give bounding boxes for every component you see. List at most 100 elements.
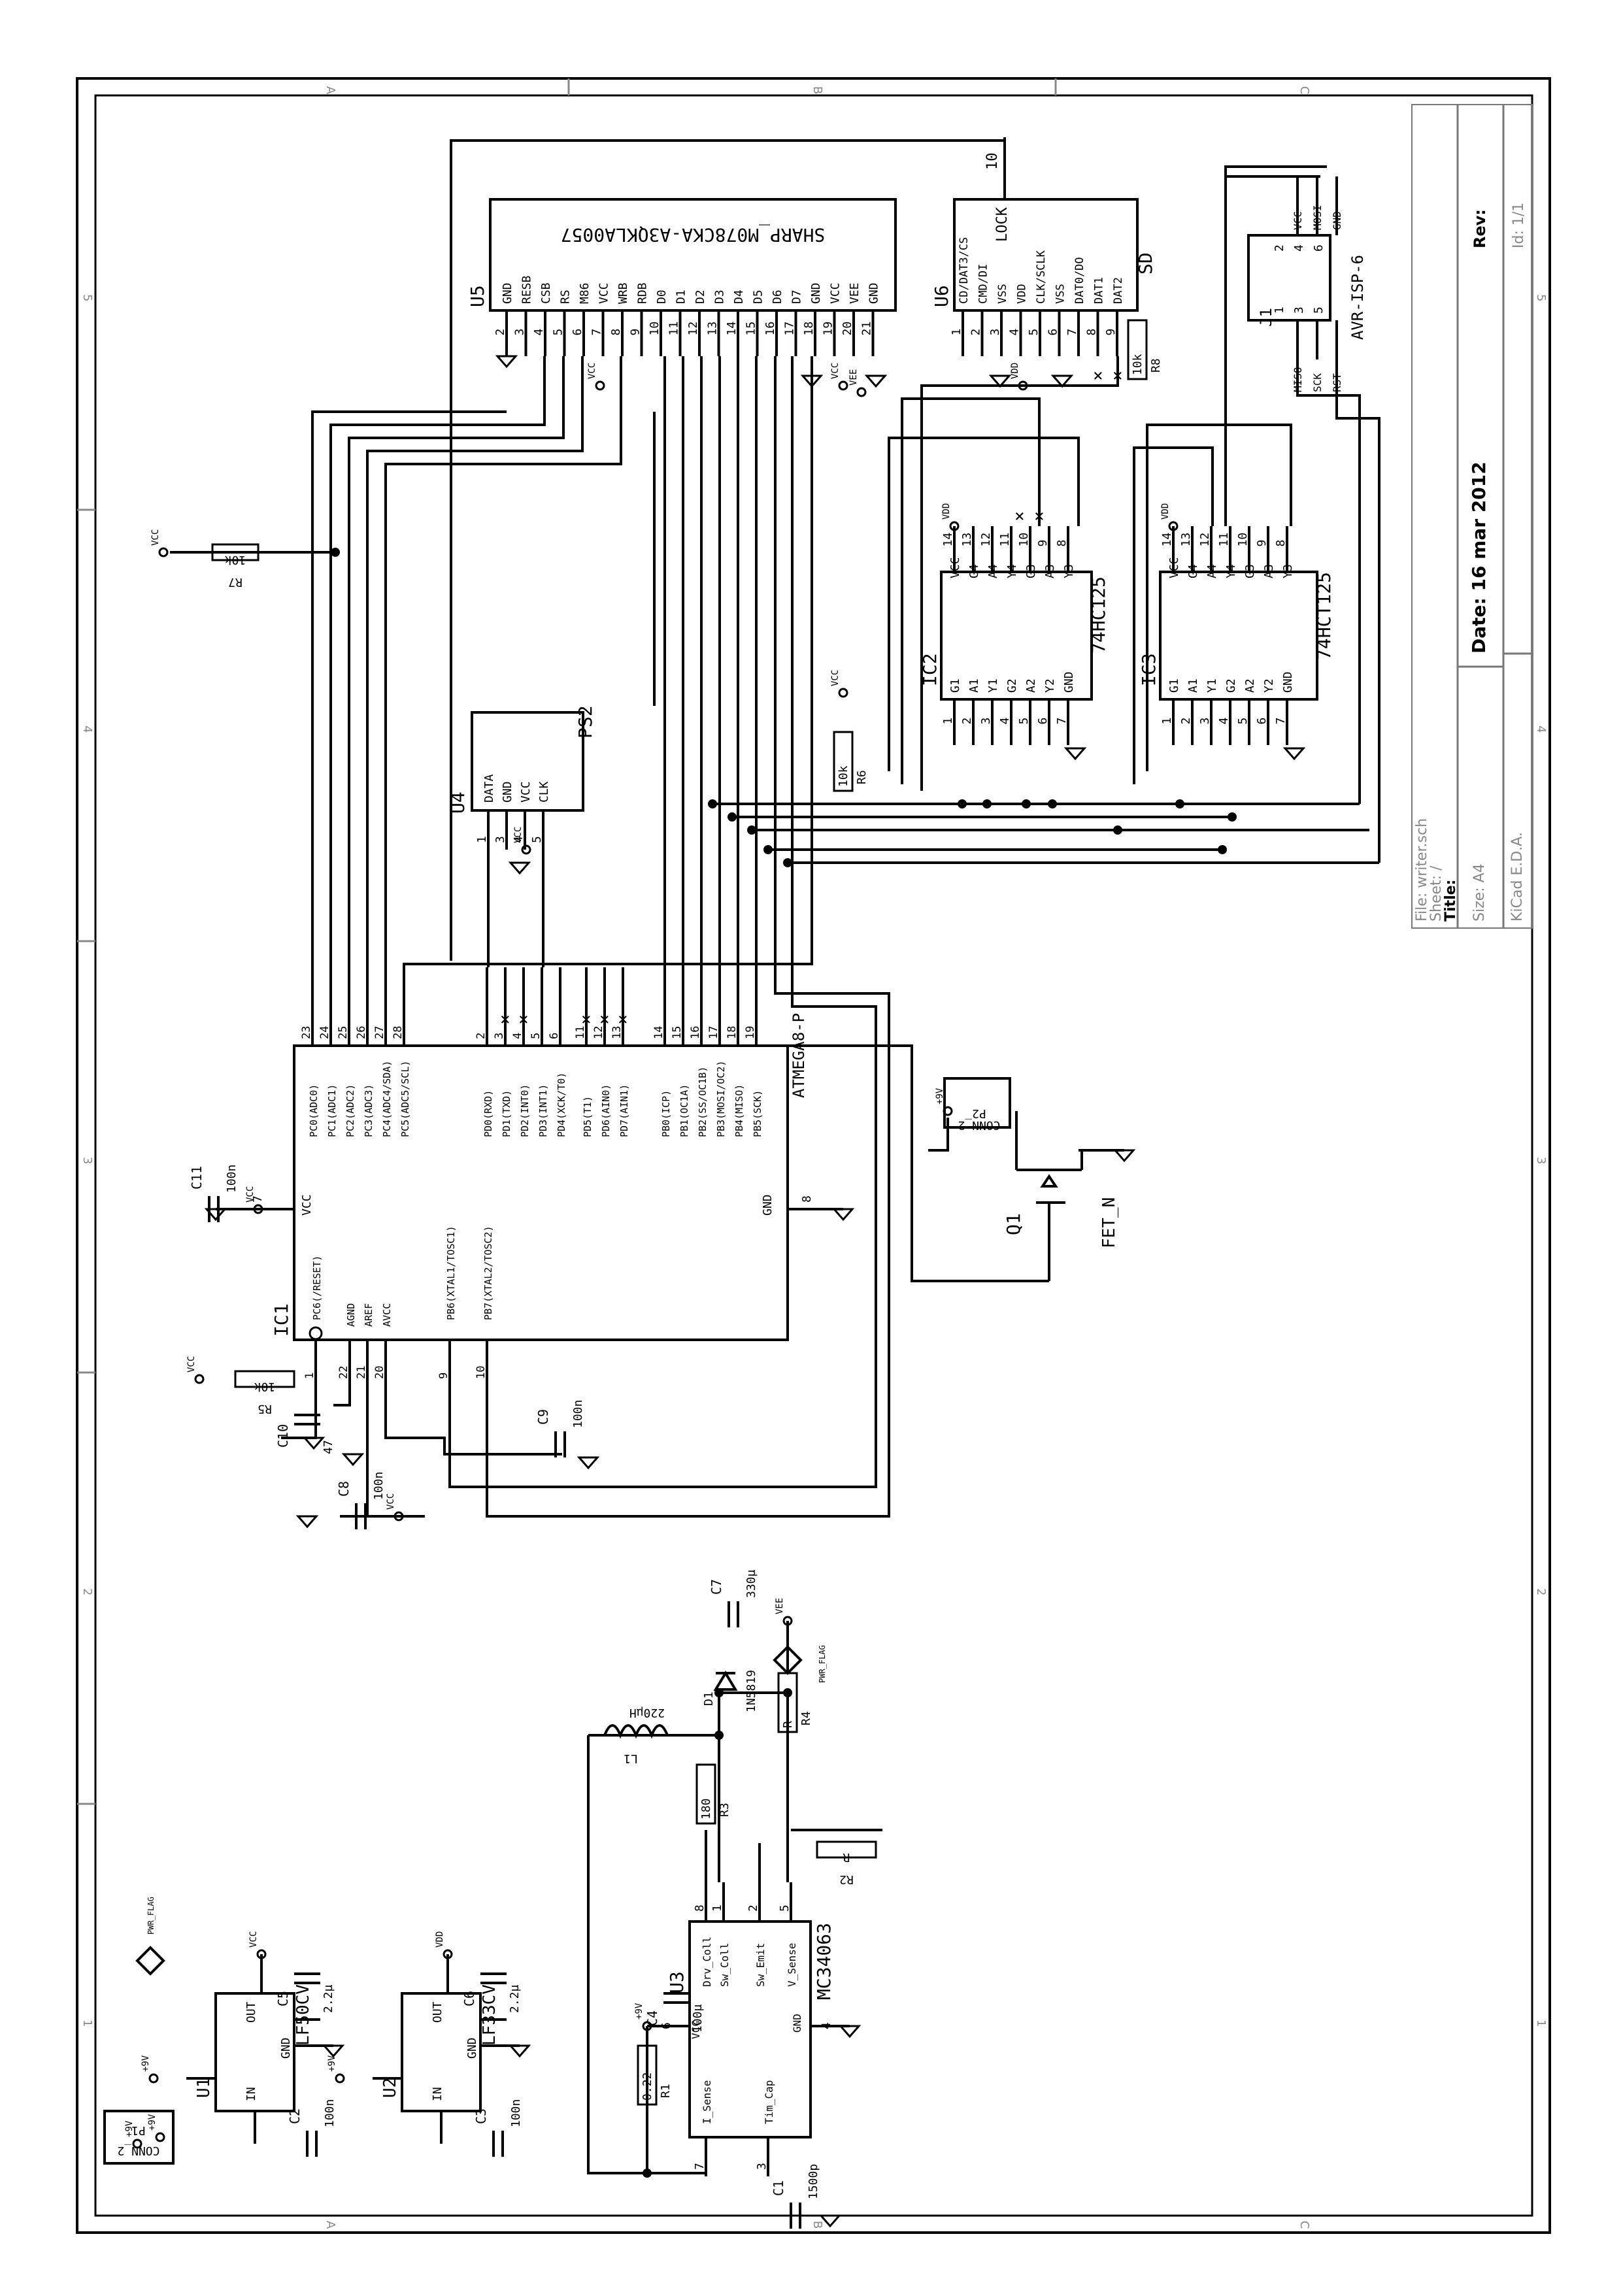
c10-capacitor-ref: C10 (275, 1424, 291, 1448)
p2-ref: P2 (972, 1106, 986, 1120)
u3-pin-name-3: Tim_Cap (763, 2080, 775, 2124)
ic1-pin-num-16: 16 (689, 1026, 702, 1039)
ic2-pin-name-9: A3 (1043, 564, 1057, 578)
u6-lock-label: LOCK (994, 207, 1011, 242)
u5-pin-num-16: 16 (763, 322, 777, 336)
ic2-pin-num-14: 14 (941, 533, 955, 547)
ic1-pin-name-24: PC1(ADC1) (326, 1084, 338, 1137)
u5-pin-name-5: RS (559, 290, 573, 304)
u6-pin-name-6: VSS (1054, 284, 1067, 304)
wire-15 (448, 356, 877, 1488)
c11-capacitor-ref: C11 (189, 1166, 205, 1190)
vdd-u2-port (443, 1949, 453, 1959)
u3-pin-num-2: 2 (746, 1905, 760, 1912)
ic1-pin-num-3: 3 (493, 1033, 506, 1039)
c4-capacitor-ref: C4 (644, 2010, 660, 2026)
ic3-pin-num-12: 12 (1198, 533, 1212, 547)
p9v-u3-port (642, 2021, 652, 2031)
no-connect-6: × (581, 1010, 592, 1029)
u6-pin-num-7: 7 (1065, 329, 1079, 336)
ic2-pin-name-6: Y2 (1043, 678, 1057, 693)
vcc-ic1-port (253, 1204, 263, 1214)
wire-3 (348, 356, 565, 967)
border-row-4-left: 4 (80, 725, 94, 733)
u5-pin-num-11: 11 (667, 322, 681, 336)
title-sheet: Sheet: / (1428, 865, 1445, 922)
ic2-pin-name-4: G2 (1005, 678, 1019, 693)
u5-pin-num-6: 6 (571, 329, 584, 336)
ic3-pin-num-8: 8 (1274, 540, 1288, 547)
no-connect-3: × (1034, 507, 1045, 526)
q1-value: FET_N (1099, 1197, 1119, 1248)
u5-pin-num-19: 19 (822, 322, 835, 336)
junction-3 (747, 825, 756, 835)
c9-capacitor-ref: C9 (535, 1409, 551, 1425)
ic3-pin-name-2: A1 (1186, 678, 1200, 693)
u4-pin-num-3: 3 (494, 836, 507, 843)
vcc-u5-pin19-label: VCC (830, 363, 841, 379)
u5-pin-num-14: 14 (725, 322, 739, 336)
u4-pin-name-4: VCC (519, 781, 533, 803)
ic3-pin-num-6: 6 (1255, 718, 1269, 725)
ic2-pin-num-10: 10 (1017, 533, 1031, 547)
ic1-pin-num-21: 21 (355, 1366, 368, 1379)
u5-pin-name-4: CSB (539, 282, 553, 304)
ic1-gnd-pin: 8 (800, 1195, 814, 1203)
wire-1 (311, 410, 507, 967)
r3-resistor (695, 1763, 716, 1825)
u5-pin-name-2: GND (501, 282, 514, 304)
ground-symbol-5 (1063, 747, 1087, 761)
ic2-pin-name-3: Y1 (986, 678, 1000, 693)
vdd-u6-label: VDD (1010, 363, 1020, 379)
u6-pin-num-8: 8 (1085, 329, 1099, 336)
u5-pin-num-3: 3 (513, 329, 527, 336)
c1-capacitor-ref: C1 (771, 2180, 786, 2196)
u4-pin-num-5: 5 (530, 836, 544, 843)
j1-value: AVR-ISP-6 (1348, 255, 1367, 340)
ic1-pin-name-21: AREF (363, 1303, 375, 1327)
j1-pin-num-5: 5 (1312, 307, 1326, 314)
ground-symbol-10 (341, 1453, 365, 1467)
u5-pin-name-10: D0 (655, 290, 669, 304)
j1-pin-name-4: MOSI (1311, 205, 1324, 230)
p9v-p1-2-port (155, 2132, 165, 2142)
p9v-p2-port (943, 1106, 953, 1116)
u2-regulator: U2 LF33CV IN OUT GND (380, 1984, 499, 2112)
ic1-pin-num-6: 6 (548, 1033, 561, 1039)
ic3-pin-num-5: 5 (1236, 718, 1250, 725)
title-id: Id: 1/1 (1511, 203, 1527, 248)
ic3-pin-num-4: 4 (1217, 718, 1231, 725)
j1-pin-num-6: 6 (1312, 244, 1326, 252)
ic1-pin-name-18: PB4(MISO) (733, 1084, 745, 1137)
ic3-pin-name-9: A3 (1262, 564, 1276, 578)
u5-pin-num-9: 9 (629, 329, 643, 336)
u4-pin-num-4: 4 (512, 836, 526, 843)
ic2-pin-num-5: 5 (1017, 718, 1031, 725)
inner-frame (94, 94, 1533, 2217)
u2-in: IN (431, 2087, 444, 2101)
vcc-u1-port (256, 1949, 267, 1959)
ic3-pin-name-3: Y1 (1205, 678, 1219, 693)
u5-pin-num-5: 5 (552, 329, 565, 336)
vcc-c8-port (393, 1511, 404, 1522)
ic2-pin-num-8: 8 (1055, 540, 1069, 547)
ic1-atmega8: IC1 ATMEGA8-P VCC GND 7 8 23PC0(ADC0)24P… (216, 967, 843, 1392)
junction-10 (1175, 799, 1184, 808)
ic1-pin-num-1: 1 (303, 1373, 316, 1379)
c5-capacitor-ref: C5 (275, 1991, 291, 2006)
r2-resistor-value: R (843, 1850, 850, 1864)
u3-mc34063: U3 MC34063 8Drv_Coll1Sw_Coll2Sw_Emit5V_S… (647, 1882, 850, 2176)
ic1-pin-num-15: 15 (671, 1026, 684, 1039)
ic1-pin-num-13: 13 (611, 1026, 624, 1039)
u3-pin-num-7: 7 (693, 2163, 707, 2170)
u6-pin-num-1: 1 (950, 329, 963, 336)
ic1-pin-num-26: 26 (355, 1026, 368, 1039)
u5-pin-name-15: D5 (752, 290, 765, 304)
r8-resistor-ref: R8 (1149, 358, 1163, 373)
r4-resistor-value: R (781, 1721, 795, 1728)
l1-ref: L1 (624, 1752, 638, 1765)
junction-5 (783, 858, 792, 867)
j1-pin-name-6: GND (1331, 211, 1343, 230)
c2-capacitor-value: 100n (323, 2099, 337, 2127)
c1-capacitor-value: 1500p (807, 2164, 820, 2199)
